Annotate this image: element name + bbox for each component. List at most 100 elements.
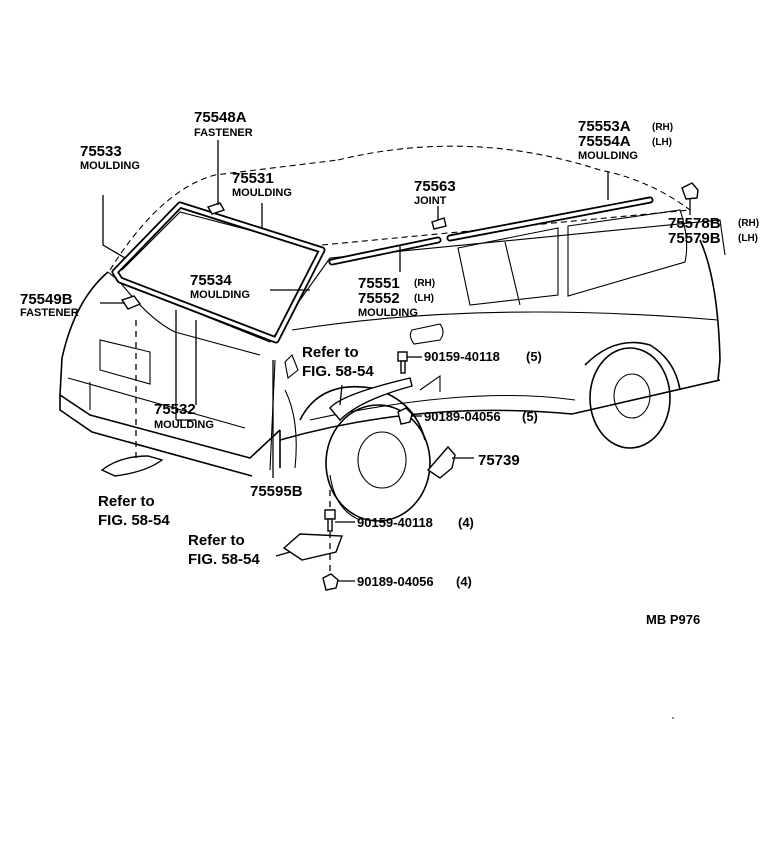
joint-75563-icon bbox=[431, 217, 447, 230]
bolt-90159-shank bbox=[400, 360, 406, 374]
reference-line1: Refer to bbox=[188, 532, 245, 549]
rocker-line bbox=[279, 379, 721, 441]
label-75578B-75579B: 75578B (RH) 75579B (LH) bbox=[668, 215, 759, 247]
label-fastener-f3: 90159-40118 (4) bbox=[357, 515, 474, 530]
diagram-code: MB P976 bbox=[646, 612, 700, 627]
roof-far-edge bbox=[337, 145, 691, 211]
part-name: FASTENER bbox=[194, 127, 253, 139]
label-75553A-75554A: 75553A (RH) 75554A (LH) MOULDING bbox=[578, 118, 673, 162]
rear-wheel-arch bbox=[584, 341, 681, 391]
grille bbox=[99, 339, 151, 385]
mouldings bbox=[111, 196, 654, 471]
tire-tread bbox=[329, 474, 361, 521]
belt-line bbox=[329, 219, 726, 259]
fastener-code: 90189-04056 bbox=[357, 574, 434, 589]
lower-bracket-icon bbox=[282, 533, 343, 561]
leader-75533 bbox=[102, 195, 126, 259]
reference-upper: Refer to FIG. 58-54 bbox=[302, 344, 374, 380]
hood-line bbox=[119, 281, 261, 356]
fastener-qty: (5) bbox=[526, 349, 542, 364]
door-handle bbox=[409, 323, 444, 345]
part-name: FASTENER bbox=[20, 307, 79, 319]
reference-front: Refer to FIG. 58-54 bbox=[98, 493, 170, 529]
part-side: (RH) bbox=[652, 122, 673, 133]
front-tire bbox=[325, 404, 431, 522]
side-window-2 bbox=[567, 209, 688, 297]
part-number: 75548A bbox=[194, 109, 247, 126]
fastener-qty: (5) bbox=[522, 409, 538, 424]
part-number: 75554A bbox=[578, 133, 631, 150]
front-rim bbox=[357, 431, 407, 489]
leader-ref-lower-arrow bbox=[275, 551, 291, 557]
label-fastener-f4: 90189-04056 (4) bbox=[357, 574, 472, 589]
part-name: MOULDING bbox=[154, 419, 214, 431]
nut-90189-icon bbox=[397, 407, 413, 425]
label-75563: 75563 JOINT bbox=[414, 178, 456, 207]
side-window-1 bbox=[457, 227, 559, 306]
windshield-moulding-inner bbox=[113, 203, 324, 342]
fastener-75549B-icon bbox=[120, 295, 142, 310]
label-75549B: 75549B FASTENER bbox=[20, 291, 79, 319]
part-side: (RH) bbox=[414, 278, 435, 289]
mudguard-75739-icon bbox=[426, 445, 456, 479]
label-75532: 75532 MOULDING bbox=[154, 401, 214, 431]
reference-line2: FIG. 58-54 bbox=[98, 512, 170, 529]
bumper-crease bbox=[67, 377, 246, 429]
part-number: 75533 bbox=[80, 143, 122, 160]
part-name: MOULDING bbox=[232, 187, 292, 199]
part-number: 75563 bbox=[414, 178, 456, 195]
part-number: 75551 bbox=[358, 275, 400, 292]
part-number: 75532 bbox=[154, 401, 196, 418]
part-side: (RH) bbox=[738, 218, 759, 229]
part-number: 75534 bbox=[190, 272, 232, 289]
label-fastener-f1: 90159-40118 (5) bbox=[424, 349, 542, 364]
rear-tire bbox=[589, 347, 671, 449]
rear-rim bbox=[613, 373, 651, 419]
part-name: MOULDING bbox=[578, 150, 638, 162]
reference-line1: Refer to bbox=[302, 344, 359, 361]
front-drip-moulding-inner bbox=[330, 238, 440, 264]
bolt-90159-lower-icon bbox=[324, 509, 336, 520]
fastener-qty: (4) bbox=[456, 574, 472, 589]
side-mirror bbox=[284, 354, 299, 380]
side-swage bbox=[291, 311, 719, 331]
hood-front bbox=[59, 271, 109, 396]
leader-ref-upper bbox=[339, 384, 343, 406]
part-number: 75578B bbox=[668, 215, 721, 232]
splash-bracket-rear bbox=[419, 374, 441, 392]
part-number: 75552 bbox=[358, 290, 400, 307]
rear-drip-moulding-inner bbox=[448, 198, 652, 240]
part-side: (LH) bbox=[652, 137, 672, 148]
part-number: 75595B bbox=[250, 483, 303, 500]
reference-line1: Refer to bbox=[98, 493, 155, 510]
roof-front-edge bbox=[109, 159, 339, 271]
bolt-90159-icon bbox=[397, 351, 408, 362]
part-name: JOINT bbox=[414, 195, 447, 207]
part-number: 75553A bbox=[578, 118, 631, 135]
part-name: MOULDING bbox=[190, 289, 250, 301]
part-side: (LH) bbox=[414, 293, 434, 304]
label-75531: 75531 MOULDING bbox=[232, 170, 292, 199]
diagram-code-block: MB P976 bbox=[646, 612, 700, 627]
stray-dot bbox=[672, 717, 674, 719]
window-divider bbox=[504, 241, 521, 306]
bolt-90159-lower-shank bbox=[327, 518, 333, 532]
small-parts bbox=[100, 182, 699, 591]
front-bracket-icon bbox=[100, 455, 164, 477]
fender-line bbox=[284, 389, 297, 469]
fastener-code: 90189-04056 bbox=[424, 409, 501, 424]
fastener-code: 90159-40118 bbox=[357, 515, 433, 530]
part-number: 75531 bbox=[232, 170, 274, 187]
bumper-bottom bbox=[59, 395, 253, 477]
fastener-code: 90159-40118 bbox=[424, 349, 500, 364]
label-75533: 75533 MOULDING bbox=[80, 143, 140, 172]
reference-lower: Refer to FIG. 58-54 bbox=[188, 532, 260, 568]
rear-corner bbox=[699, 239, 721, 381]
cap-75578B-icon bbox=[681, 182, 699, 200]
van-body bbox=[59, 145, 726, 522]
leader-lines bbox=[100, 140, 691, 582]
part-number: 75739 bbox=[478, 452, 520, 469]
leader-75532 bbox=[175, 310, 197, 421]
